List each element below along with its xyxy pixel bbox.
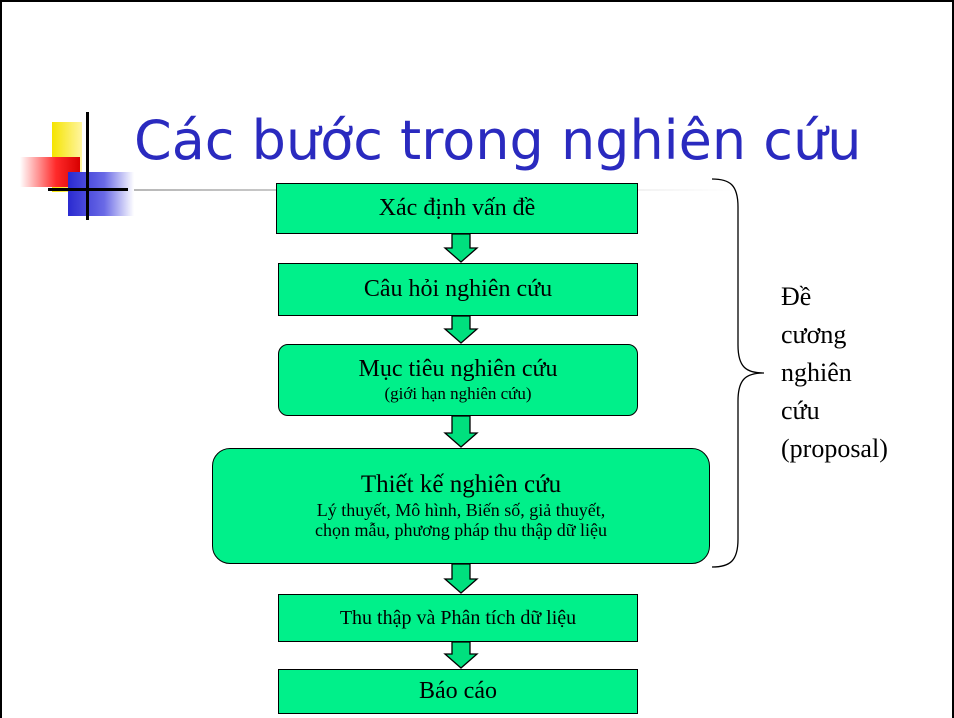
step-label: Thu thập và Phân tích dữ liệu <box>339 606 577 629</box>
step-collect-analyze: Thu thập và Phân tích dữ liệu <box>278 594 638 642</box>
decor-vertical-line <box>86 112 89 220</box>
step-label: Mục tiêu nghiên cứu <box>358 356 558 383</box>
proposal-label-line: (proposal) <box>781 434 888 463</box>
proposal-label-line: nghiên <box>781 358 852 387</box>
step-sublabel-line2: chọn mẫu, phương pháp thu thập dữ liệu <box>315 520 607 541</box>
arrow-down-icon <box>443 641 479 669</box>
right-brace <box>711 178 765 568</box>
decor-horizontal-line <box>48 188 128 191</box>
step-research-objective: Mục tiêu nghiên cứu (giới hạn nghiên cứu… <box>278 344 638 416</box>
arrow-down-icon <box>443 233 479 263</box>
proposal-label-line: cứu <box>781 396 820 425</box>
step-sublabel: (giới hạn nghiên cứu) <box>384 384 532 404</box>
step-label: Thiết kế nghiên cứu <box>360 470 562 498</box>
arrow-down-icon <box>443 315 479 344</box>
step-label: Câu hỏi nghiên cứu <box>363 275 553 302</box>
step-define-problem: Xác định vấn đề <box>276 183 638 234</box>
step-sublabel-line1: Lý thuyết, Mô hình, Biến số, giả thuyết, <box>316 499 606 520</box>
step-report: Báo cáo <box>278 669 638 714</box>
proposal-label-line: Đề <box>781 282 812 311</box>
step-research-design: Thiết kế nghiên cứu Lý thuyết, Mô hình, … <box>212 448 710 564</box>
slide-title: Các bước trong nghiên cứu <box>134 109 862 172</box>
proposal-label-line: cương <box>781 320 847 349</box>
step-research-question: Câu hỏi nghiên cứu <box>278 263 638 316</box>
blue-decor-square <box>68 172 134 216</box>
step-label: Báo cáo <box>419 677 497 704</box>
arrow-down-icon <box>443 563 479 594</box>
arrow-down-icon <box>443 415 479 448</box>
proposal-label: Đề cương nghiên cứu (proposal) <box>781 278 888 468</box>
step-label: Xác định vấn đề <box>378 194 536 221</box>
